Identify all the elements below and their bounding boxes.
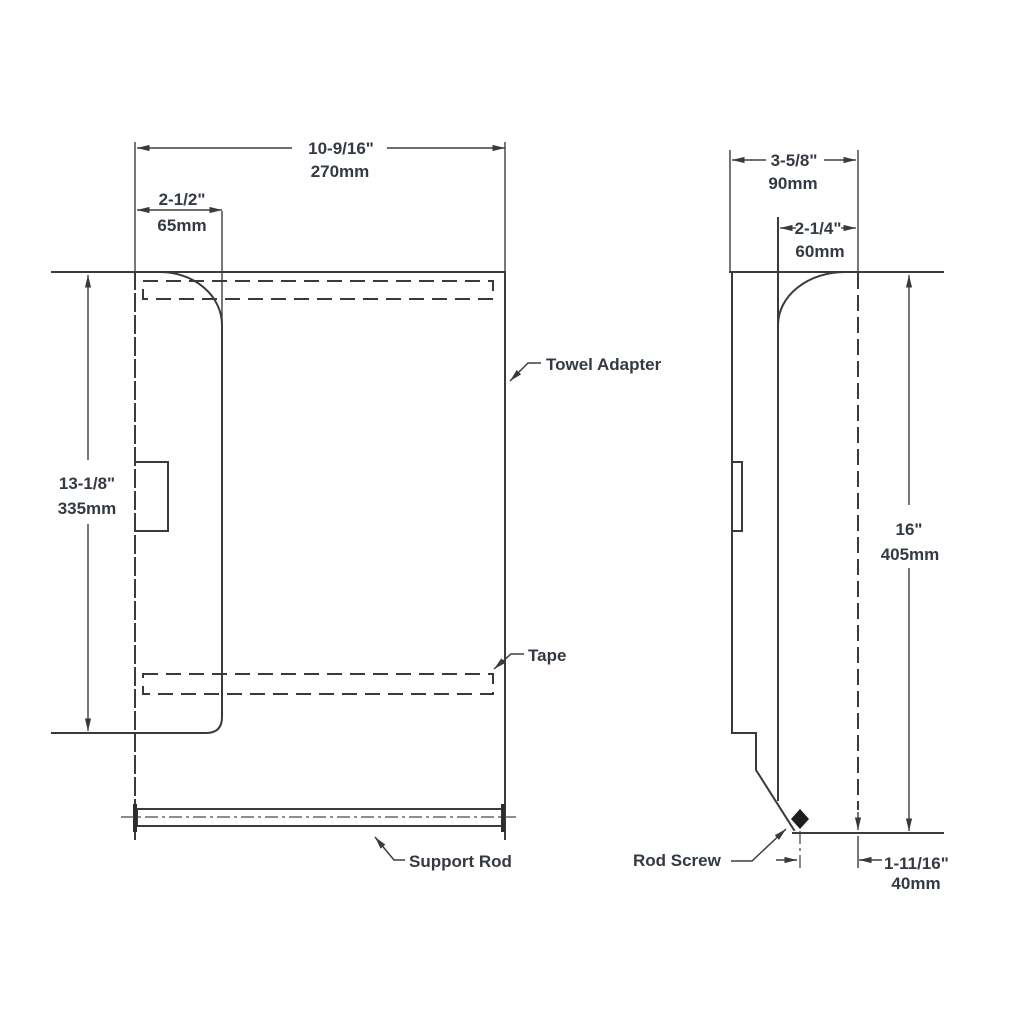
side-latch-notch xyxy=(731,461,743,532)
rod-screw-label: Rod Screw xyxy=(633,851,722,870)
front-width-dimension: 10-9/16" 270mm xyxy=(137,139,505,181)
side-front-inset-dimension: 2-1/4" 60mm xyxy=(780,219,856,261)
support-rod-label: Support Rod xyxy=(409,852,512,871)
tape-callout: Tape xyxy=(493,646,566,670)
support-rod-leader xyxy=(374,836,405,861)
side-front-inset-mm: 60mm xyxy=(795,242,844,261)
front-tape-strip-bottom xyxy=(142,673,494,695)
screw-offset-dimension: 1-11/16" 40mm xyxy=(776,854,949,893)
screw-offset-mm: 40mm xyxy=(891,874,940,893)
support-rod-callout: Support Rod xyxy=(374,836,512,871)
screw-offset-inches: 1-11/16" xyxy=(884,854,949,873)
side-depth-mm: 90mm xyxy=(768,174,817,193)
front-height-dimension: 13-1/8" 335mm xyxy=(58,275,117,731)
front-latch-notch xyxy=(134,461,169,532)
front-inset-dimension: 2-1/2" 65mm xyxy=(137,190,222,235)
side-view: 3-5/8" 90mm 2-1/4" 60mm 16" 405mm 1-11/1… xyxy=(633,150,949,893)
front-inset-mm: 65mm xyxy=(157,216,206,235)
side-height-inches: 16" xyxy=(896,520,923,539)
front-width-inches: 10-9/16" xyxy=(308,139,374,158)
side-depth-inches: 3-5/8" xyxy=(771,151,818,170)
towel-adapter-callout: Towel Adapter xyxy=(509,355,662,382)
front-inset-inches: 2-1/2" xyxy=(159,190,206,209)
tape-label: Tape xyxy=(528,646,566,665)
tape-leader xyxy=(493,653,524,670)
side-top-curve xyxy=(777,271,846,326)
side-height-mm: 405mm xyxy=(881,545,940,564)
rod-screw-callout: Rod Screw xyxy=(633,828,787,870)
rod-screw xyxy=(791,809,809,829)
front-height-inches: 13-1/8" xyxy=(59,474,115,493)
front-width-mm: 270mm xyxy=(311,162,370,181)
front-tape-strip-top xyxy=(142,280,494,300)
side-front-inset-inches: 2-1/4" xyxy=(795,219,842,238)
side-depth-dimension: 3-5/8" 90mm xyxy=(732,151,856,193)
front-inner-panel-outline xyxy=(159,271,223,734)
side-height-dimension: 16" 405mm xyxy=(881,275,940,831)
towel-adapter-label: Towel Adapter xyxy=(546,355,662,374)
towel-adapter-leader xyxy=(509,362,541,382)
front-view: 10-9/16" 270mm 2-1/2" 65mm 13-1/8" 335mm… xyxy=(51,139,662,871)
front-height-mm: 335mm xyxy=(58,499,117,518)
rod-screw-leader xyxy=(731,828,787,862)
side-left-edge-and-step xyxy=(731,271,796,832)
